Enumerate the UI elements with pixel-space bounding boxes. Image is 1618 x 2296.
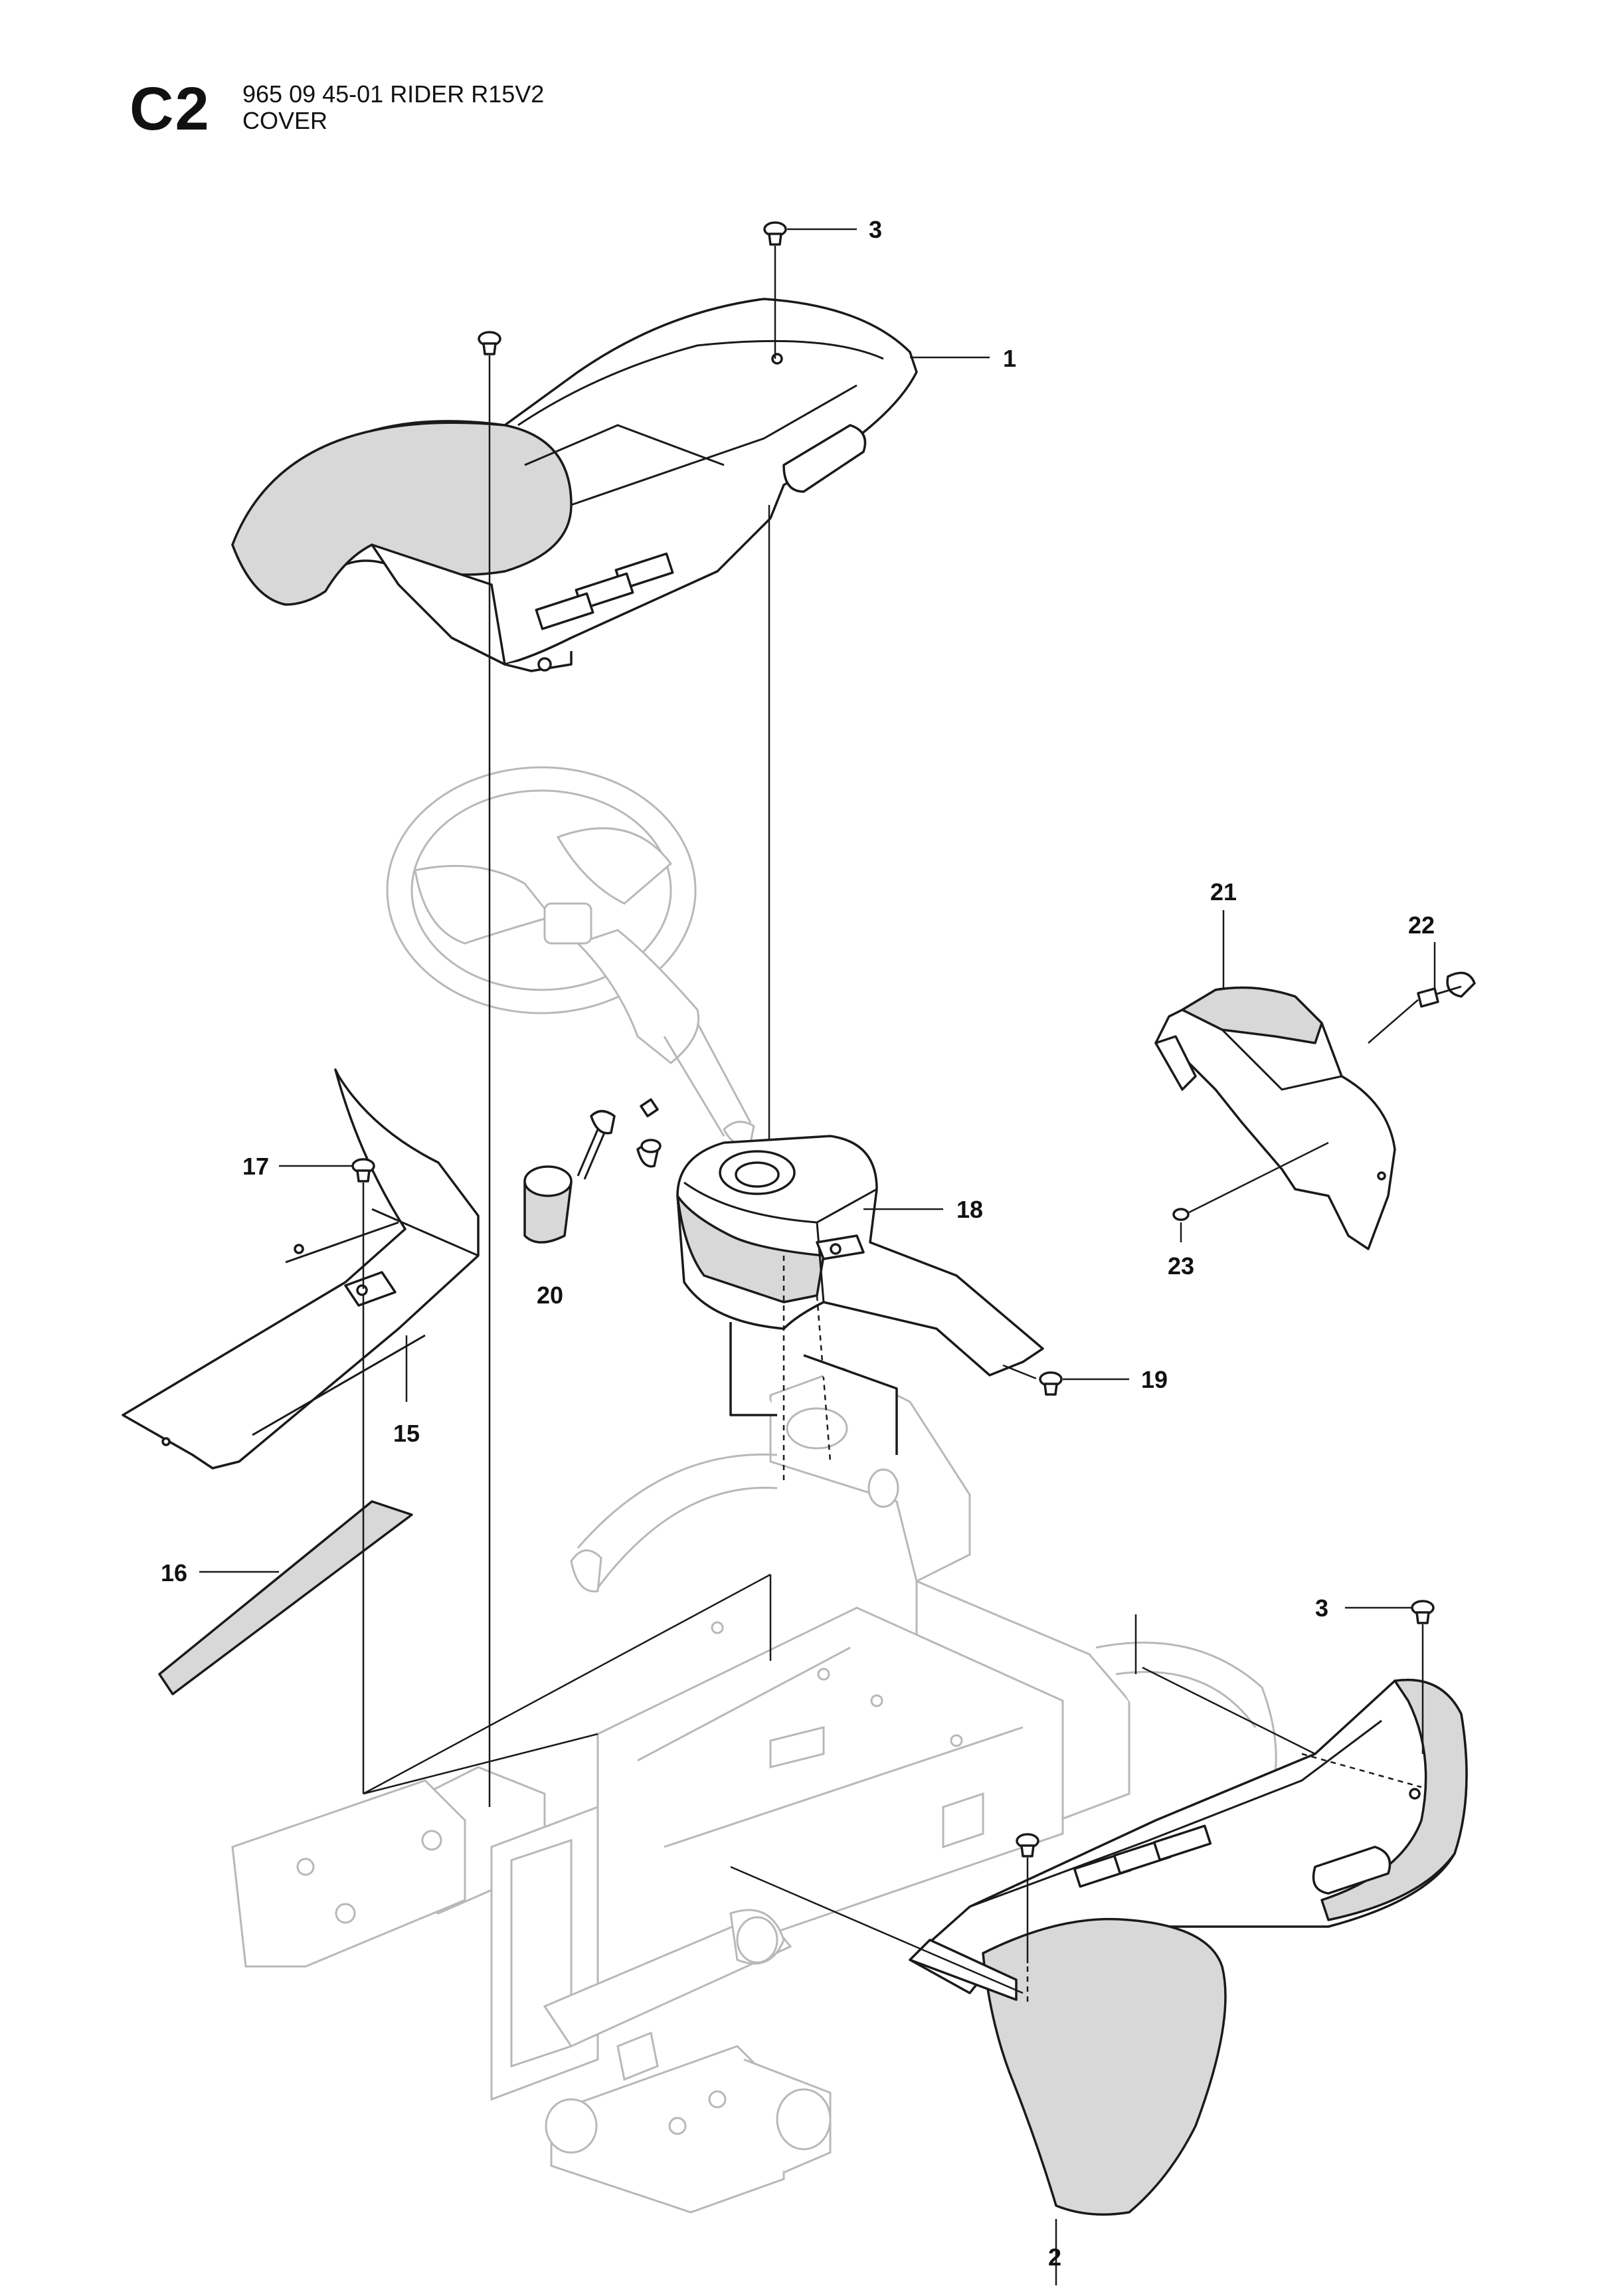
dash-console-part-18 bbox=[676, 1135, 1044, 1377]
front-fender-cover-part-2 bbox=[909, 1678, 1468, 2216]
callout-3-bottom: 3 bbox=[1315, 1594, 1411, 1622]
callout-19: 19 bbox=[1063, 1366, 1168, 1393]
foot-strip-part-16 bbox=[158, 1500, 413, 1695]
callout-label-22: 22 bbox=[1408, 911, 1435, 939]
side-guard-part-21 bbox=[1154, 986, 1396, 1250]
pin-part-22 bbox=[1417, 971, 1476, 1008]
callout-label-20: 20 bbox=[537, 1282, 563, 1309]
callout-label-23: 23 bbox=[1168, 1252, 1194, 1280]
callout-label-3-top: 3 bbox=[869, 216, 882, 243]
screw-part-3-bottom bbox=[1411, 1600, 1435, 1624]
callout-label-16: 16 bbox=[161, 1559, 187, 1586]
knob-part-20 bbox=[523, 1165, 573, 1244]
screw-part-17 bbox=[351, 1158, 375, 1183]
callout-label-2: 2 bbox=[1048, 2244, 1061, 2271]
callout-label-3-bottom: 3 bbox=[1315, 1594, 1328, 1622]
callout-label-17: 17 bbox=[242, 1153, 269, 1180]
callout-21: 21 bbox=[1210, 878, 1237, 989]
callout-3-top: 3 bbox=[787, 216, 882, 243]
callout-label-19: 19 bbox=[1141, 1366, 1168, 1393]
diagram-header: C2 965 09 45-01 RIDER R15V2 COVER bbox=[130, 78, 727, 151]
callout-label-15: 15 bbox=[393, 1420, 420, 1447]
assembly-name: COVER bbox=[242, 107, 328, 134]
section-code: C2 bbox=[130, 75, 211, 143]
assembly-lines bbox=[362, 246, 1424, 2006]
model-title: 965 09 45-01 RIDER R15V2 bbox=[242, 80, 545, 108]
callout-label-18: 18 bbox=[956, 1196, 983, 1223]
callout-2: 2 bbox=[1048, 2219, 1061, 2285]
screw-part-3-top bbox=[763, 221, 787, 246]
frame-context bbox=[231, 1367, 1277, 2214]
steering-wheel-context bbox=[386, 766, 755, 1145]
rear-fender-cover-part-1 bbox=[231, 298, 918, 672]
callout-1: 1 bbox=[910, 345, 1016, 372]
callout-22: 22 bbox=[1408, 911, 1436, 989]
screw-left-rear-fender bbox=[478, 331, 501, 355]
side-panel-part-15 bbox=[122, 1068, 480, 1470]
washer-part-23 bbox=[1172, 1208, 1190, 1221]
callout-18: 18 bbox=[863, 1196, 983, 1223]
callout-17: 17 bbox=[242, 1153, 352, 1180]
callout-20: 20 bbox=[537, 1282, 563, 1309]
callout-16: 16 bbox=[161, 1559, 279, 1586]
callout-23: 23 bbox=[1168, 1222, 1194, 1280]
screw-dash-console bbox=[640, 1139, 662, 1153]
callout-label-21: 21 bbox=[1210, 878, 1237, 906]
callout-label-1: 1 bbox=[1003, 345, 1016, 372]
screw-part-19 bbox=[1039, 1371, 1063, 1396]
screw-front-fender bbox=[1016, 1833, 1039, 1858]
callout-15: 15 bbox=[393, 1335, 420, 1447]
steering-hardware bbox=[577, 1098, 659, 1180]
